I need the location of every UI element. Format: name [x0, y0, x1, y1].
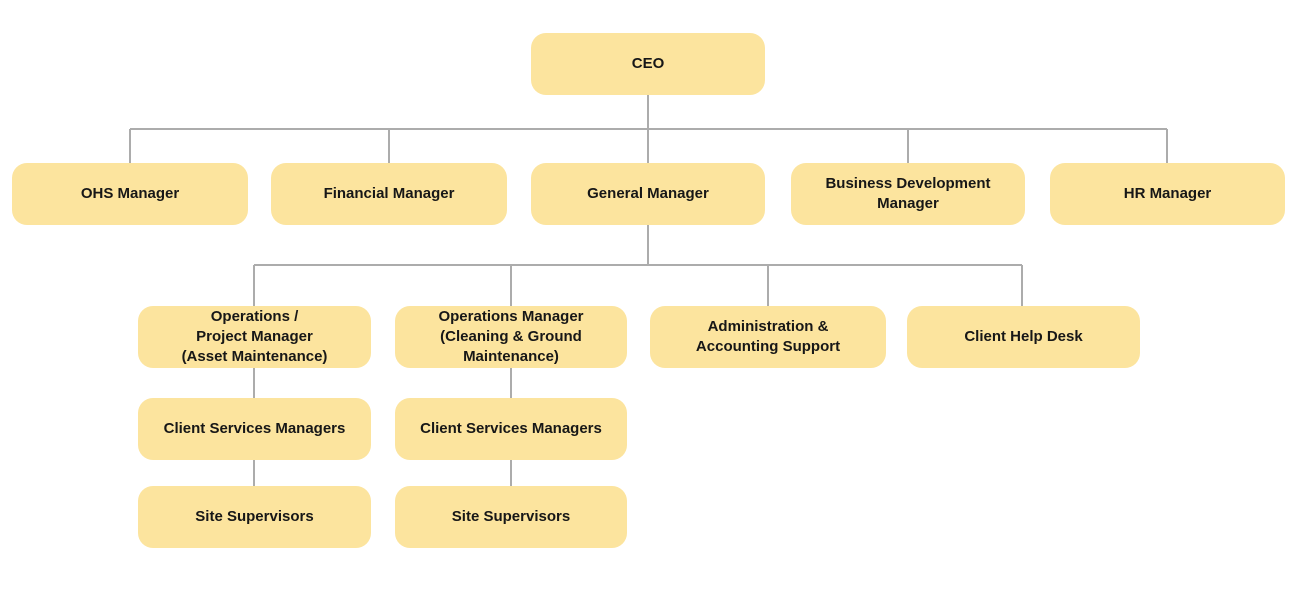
org-node-ceo: CEO [531, 33, 765, 95]
org-node-financial-manager: Financial Manager [271, 163, 507, 225]
org-node-operations-manager-cleaning: Operations Manager (Cleaning & Ground Ma… [395, 306, 627, 368]
org-node-general-manager: General Manager [531, 163, 765, 225]
org-node-ohs-manager: OHS Manager [12, 163, 248, 225]
org-node-client-services-managers-cleaning: Client Services Managers [395, 398, 627, 460]
org-node-site-supervisors-cleaning: Site Supervisors [395, 486, 627, 548]
org-node-hr-manager: HR Manager [1050, 163, 1285, 225]
org-node-administration-accounting-support: Administration & Accounting Support [650, 306, 886, 368]
org-node-client-services-managers-asset: Client Services Managers [138, 398, 371, 460]
org-node-site-supervisors-asset: Site Supervisors [138, 486, 371, 548]
org-node-operations-project-manager-asset: Operations / Project Manager (Asset Main… [138, 306, 371, 368]
org-node-client-help-desk: Client Help Desk [907, 306, 1140, 368]
org-node-business-development-manager: Business Development Manager [791, 163, 1025, 225]
